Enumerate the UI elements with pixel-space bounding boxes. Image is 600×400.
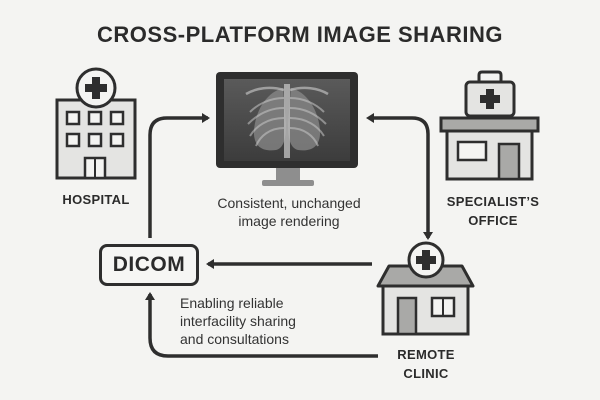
sharing-caption: Enabling reliable interfacility sharing … xyxy=(180,294,370,348)
sharing-caption-line3: and consultations xyxy=(180,331,289,347)
hospital-label: HOSPITAL xyxy=(62,192,130,207)
sharing-caption-line2: interfacility sharing xyxy=(180,313,296,329)
monitor-caption-line1: Consistent, unchanged xyxy=(217,195,361,211)
remote-clinic-icon xyxy=(376,241,475,336)
specialist-office-label: SPECIALIST’S OFFICE xyxy=(438,192,548,230)
arrow-monitor-specialist-clinic xyxy=(366,113,433,240)
medical-cross-icon xyxy=(85,77,107,99)
arrow-clinic-to-dicom-lower xyxy=(145,292,378,358)
monitor-caption: Consistent, unchanged image rendering xyxy=(184,194,394,230)
specialist-label-line1: SPECIALIST’S xyxy=(446,194,540,209)
page-title: CROSS-PLATFORM IMAGE SHARING xyxy=(97,22,503,47)
specialist-label-line2: OFFICE xyxy=(468,213,518,228)
specialist-office-icon xyxy=(439,70,540,181)
arrow-dicom-to-monitor xyxy=(148,113,210,238)
sharing-caption-line1: Enabling reliable xyxy=(180,295,284,311)
monitor-xray-icon xyxy=(216,72,358,186)
dicom-label: DICOM xyxy=(112,253,186,276)
dicom-box: DICOM xyxy=(99,244,199,286)
remote-label-line2: CLINIC xyxy=(403,366,449,381)
remote-label-line1: REMOTE xyxy=(397,347,455,362)
remote-clinic-label: REMOTE CLINIC xyxy=(376,345,476,383)
hospital-icon xyxy=(55,67,137,180)
monitor-caption-line2: image rendering xyxy=(238,213,340,229)
